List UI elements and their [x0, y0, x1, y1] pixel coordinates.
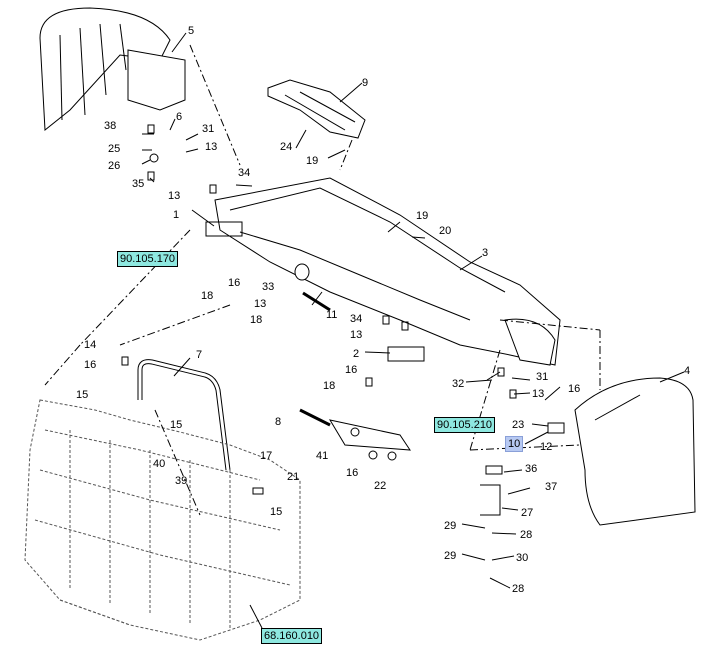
- callout-34b: 34: [350, 313, 362, 325]
- callout-7: 7: [196, 349, 202, 361]
- callout-9: 9: [362, 77, 368, 89]
- fasteners: [121, 124, 565, 516]
- leader-lines: [141, 32, 685, 629]
- callout-16: 16: [228, 277, 240, 289]
- callout-16e: 16: [346, 467, 358, 479]
- callout-27: 27: [521, 507, 533, 519]
- callout-15: 15: [76, 389, 88, 401]
- callout-24: 24: [280, 141, 292, 153]
- callout-17: 17: [260, 450, 272, 462]
- callout-22: 22: [374, 480, 386, 492]
- callout-25: 25: [108, 143, 120, 155]
- callout-32: 32: [452, 378, 464, 390]
- callout-16d: 16: [568, 383, 580, 395]
- callout-18c: 18: [323, 380, 335, 392]
- callout-21: 21: [287, 471, 299, 483]
- reference-link-90-105-170[interactable]: 90.105.170: [117, 251, 179, 267]
- callout-16c: 16: [345, 364, 357, 376]
- part-3-platform: [214, 177, 561, 366]
- callout-16b: 16: [84, 359, 96, 371]
- callout-5: 5: [188, 25, 194, 37]
- reference-link-90-105-210[interactable]: 90.105.210: [434, 417, 496, 433]
- callout-28: 28: [520, 529, 532, 541]
- callout-36: 36: [525, 463, 537, 475]
- assembly-lines: [44, 44, 601, 516]
- highlighted-callout-10[interactable]: 10: [505, 436, 524, 452]
- callout-4: 4: [684, 365, 690, 377]
- callout-11: 11: [326, 309, 337, 321]
- callout-26: 26: [108, 160, 120, 172]
- callout-28b: 28: [512, 583, 524, 595]
- callout-39: 39: [175, 475, 187, 487]
- callout-31: 31: [202, 123, 214, 135]
- callout-37: 37: [545, 481, 557, 493]
- callout-3: 3: [482, 247, 488, 259]
- callout-15c: 15: [270, 506, 282, 518]
- callout-19: 19: [306, 155, 318, 167]
- callout-15b: 15: [170, 419, 182, 431]
- callout-29b: 29: [444, 550, 456, 562]
- callout-13: 13: [205, 141, 217, 153]
- callout-34: 34: [238, 167, 250, 179]
- callout-30: 30: [516, 552, 528, 564]
- callout-12: 12: [540, 441, 552, 453]
- callout-33: 33: [262, 281, 274, 293]
- part-7-handle: [137, 359, 231, 471]
- callout-8: 8: [275, 416, 281, 428]
- callout-20: 20: [439, 225, 451, 237]
- callout-18b: 18: [250, 314, 262, 326]
- part-5-left-fender: [39, 7, 186, 131]
- callout-13e: 13: [532, 388, 544, 400]
- callout-23: 23: [512, 419, 524, 431]
- callout-38: 38: [104, 120, 116, 132]
- callout-13d: 13: [350, 329, 362, 341]
- frame-assembly: [24, 399, 301, 641]
- callout-2: 2: [353, 348, 359, 360]
- callout-19b: 19: [416, 210, 428, 222]
- callout-14: 14: [84, 339, 96, 351]
- callout-6: 6: [176, 111, 182, 123]
- callout-35: 35: [132, 178, 144, 190]
- callout-31b: 31: [536, 371, 548, 383]
- reference-link-68-160-010[interactable]: 68.160.010: [261, 628, 323, 644]
- callout-29: 29: [444, 520, 456, 532]
- callout-41: 41: [316, 450, 328, 462]
- part-9-step: [267, 79, 366, 139]
- callout-13b: 13: [168, 190, 180, 202]
- part-4-right-fender: [574, 377, 696, 526]
- callout-40: 40: [153, 458, 165, 470]
- callout-1: 1: [173, 209, 179, 221]
- callout-18: 18: [201, 290, 213, 302]
- callout-labels: 5 9 3 4 1 2 7 11 12 38 25 26 35 6 31 13 …: [76, 25, 690, 595]
- callout-13c: 13: [254, 298, 266, 310]
